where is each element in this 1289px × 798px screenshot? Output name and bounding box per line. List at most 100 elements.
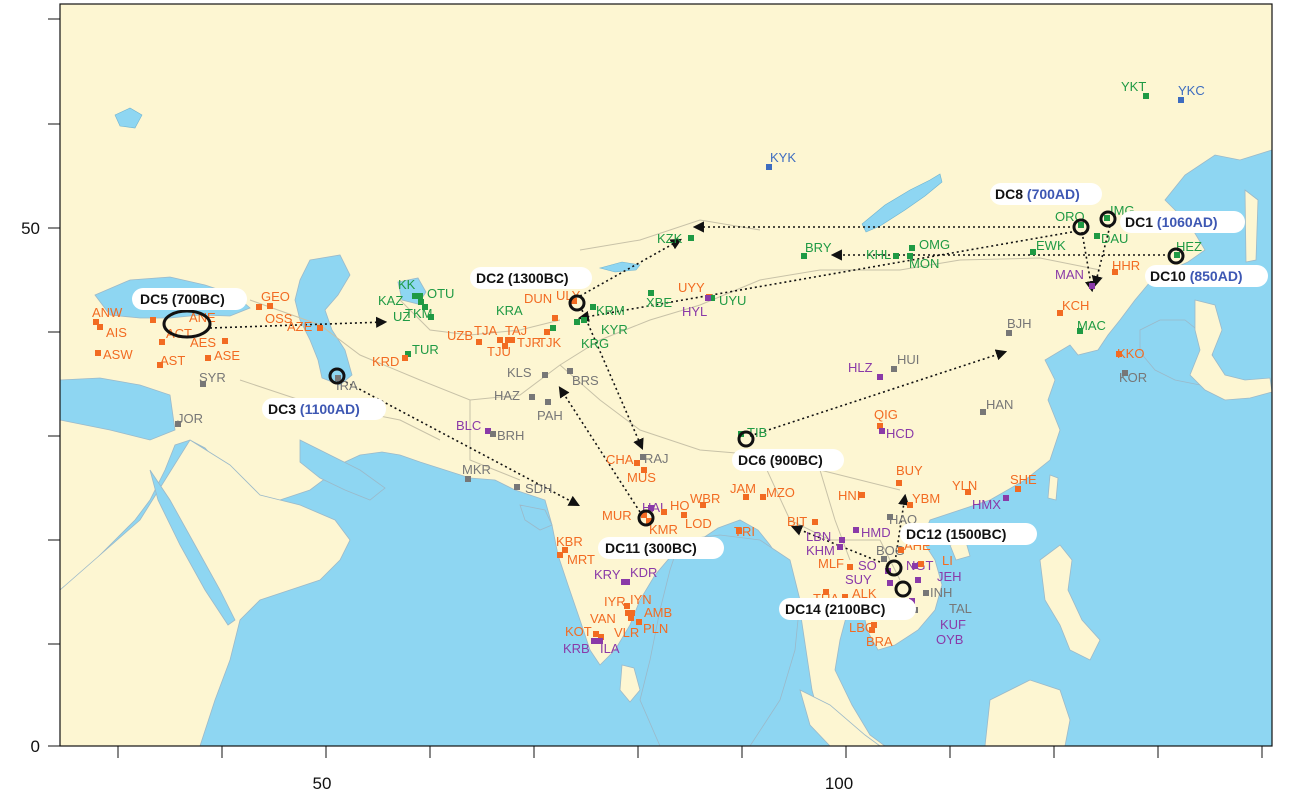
site-label-bjh: BJH bbox=[1007, 316, 1032, 331]
dc10-name: DC10 bbox=[1150, 268, 1186, 284]
site-marker-bry bbox=[801, 253, 807, 259]
site-marker-kyr bbox=[581, 317, 587, 323]
site-marker-ahe bbox=[898, 547, 904, 553]
site-label-jeh: JEH bbox=[937, 569, 962, 584]
dc6-circle bbox=[737, 430, 755, 448]
site-marker-krd bbox=[402, 355, 408, 361]
dc10-label: DC10 (850AD) bbox=[1145, 265, 1268, 287]
dc2-date: (1300BC) bbox=[508, 270, 569, 286]
site-marker-tjk bbox=[544, 329, 550, 335]
site-marker-hlz bbox=[877, 374, 883, 380]
dc6-date: (900BC) bbox=[770, 452, 823, 468]
dc12-date: (1500BC) bbox=[946, 526, 1007, 542]
site-marker-hmx bbox=[1003, 495, 1009, 501]
site-marker-haz bbox=[529, 394, 535, 400]
x-tick-label-100: 100 bbox=[825, 774, 853, 793]
site-marker-omg bbox=[909, 245, 915, 251]
site-label-tjk: TJK bbox=[538, 335, 561, 350]
site-marker-kor bbox=[1122, 370, 1128, 376]
site-label-man: MAN bbox=[1055, 267, 1084, 282]
site-label-ais: AIS bbox=[106, 325, 127, 340]
site-marker-ais bbox=[97, 324, 103, 330]
site-marker-krg bbox=[574, 319, 580, 325]
land-philippines bbox=[1039, 544, 1101, 661]
site-label-ila: ILA bbox=[600, 641, 620, 656]
site-label-kot: KOT bbox=[565, 624, 592, 639]
site-label-oyb: OYB bbox=[936, 632, 963, 647]
site-marker-hhr bbox=[1112, 269, 1118, 275]
dc-labels: DC1 (1060AD) DC8 (700AD) DC10 (850AD) DC… bbox=[132, 183, 1268, 620]
site-label-kor: KOR bbox=[1119, 370, 1147, 385]
site-label-lbo: LBO bbox=[849, 620, 875, 635]
site-label-kbr: KBR bbox=[556, 534, 583, 549]
site-marker-tja bbox=[497, 337, 503, 343]
dc5-label: DC5 (700BC) bbox=[132, 288, 247, 310]
site-marker-buy bbox=[896, 480, 902, 486]
bay-of-bengal bbox=[639, 534, 801, 746]
x-tick-marks bbox=[117, 746, 1263, 758]
site-label-hcd: HCD bbox=[886, 426, 914, 441]
site-marker-mlf bbox=[847, 564, 853, 570]
dc1-circle bbox=[1099, 210, 1117, 228]
site-label-mzo: MZO bbox=[766, 485, 795, 500]
site-marker-suy bbox=[887, 580, 893, 586]
y-tick-label-50: 50 bbox=[21, 219, 40, 238]
site-label-anw: ANW bbox=[92, 305, 123, 320]
site-label-mon: MON bbox=[909, 256, 939, 271]
site-label-tur: TUR bbox=[412, 342, 439, 357]
site-label-ira: IRA bbox=[336, 378, 358, 393]
map-base bbox=[60, 4, 1272, 746]
dc2-circle bbox=[568, 294, 586, 312]
site-marker-hmd bbox=[853, 527, 859, 533]
site-marker-ane bbox=[150, 317, 156, 323]
gulf-of-khambhat bbox=[519, 504, 553, 531]
svg-text:DC10 (850AD): DC10 (850AD) bbox=[1150, 268, 1243, 284]
site-label-kry: KRY bbox=[594, 567, 621, 582]
site-label-krm: KRM bbox=[596, 303, 625, 318]
dc-origin-circles bbox=[162, 210, 1185, 598]
site-label-raj: RAJ bbox=[644, 451, 669, 466]
arrow-dc2-south bbox=[581, 309, 644, 451]
site-marker-hez bbox=[1174, 252, 1180, 258]
site-label-tju: TJU bbox=[487, 344, 511, 359]
site-marker-ila bbox=[597, 638, 603, 644]
site-marker-kra bbox=[550, 325, 556, 331]
site-label-ase: ASE bbox=[214, 348, 240, 363]
y-tick-label-0: 0 bbox=[31, 737, 40, 756]
site-marker-dun bbox=[552, 315, 558, 321]
site-label-mus: MUS bbox=[627, 470, 656, 485]
site-label-ewk: EWK bbox=[1036, 238, 1066, 253]
svg-text:DC5 (700BC): DC5 (700BC) bbox=[140, 291, 225, 307]
arrow-dc3-southeast bbox=[345, 381, 580, 507]
migration-arrows bbox=[209, 221, 1170, 563]
site-marker-anw bbox=[93, 319, 99, 325]
site-marker-hni bbox=[859, 492, 865, 498]
site-marker-mrt bbox=[557, 552, 563, 558]
site-marker-yln bbox=[965, 489, 971, 495]
site-label-uyy: UYY bbox=[678, 280, 705, 295]
site-marker-kls bbox=[542, 372, 548, 378]
dc3-circle bbox=[328, 367, 346, 385]
site-marker-bog bbox=[881, 556, 887, 562]
site-label-omg: OMG bbox=[919, 237, 950, 252]
dc1-label: DC1 (1060AD) bbox=[1120, 211, 1245, 233]
site-marker-sdh bbox=[514, 484, 520, 490]
site-marker-lod bbox=[681, 512, 687, 518]
site-label-lbn: LBN bbox=[806, 529, 831, 544]
site-marker-ngt bbox=[912, 563, 918, 569]
site-label-mrt: MRT bbox=[567, 552, 595, 567]
site-label-taj: TAJ bbox=[505, 323, 527, 338]
site-marker-taj bbox=[509, 337, 515, 343]
site-label-hmd: HMD bbox=[861, 525, 891, 540]
site-marker-act bbox=[159, 339, 165, 345]
site-marker-mkr bbox=[465, 476, 471, 482]
site-marker-ewk bbox=[1030, 249, 1036, 255]
site-marker-pln bbox=[636, 619, 642, 625]
site-marker-hyl bbox=[705, 295, 711, 301]
site-label-van: VAN bbox=[590, 611, 616, 626]
site-label-ho: HO bbox=[670, 498, 690, 513]
site-label-bog: BOG bbox=[876, 543, 905, 558]
mediterranean bbox=[60, 377, 176, 441]
site-label-dau: DAU bbox=[1101, 231, 1128, 246]
